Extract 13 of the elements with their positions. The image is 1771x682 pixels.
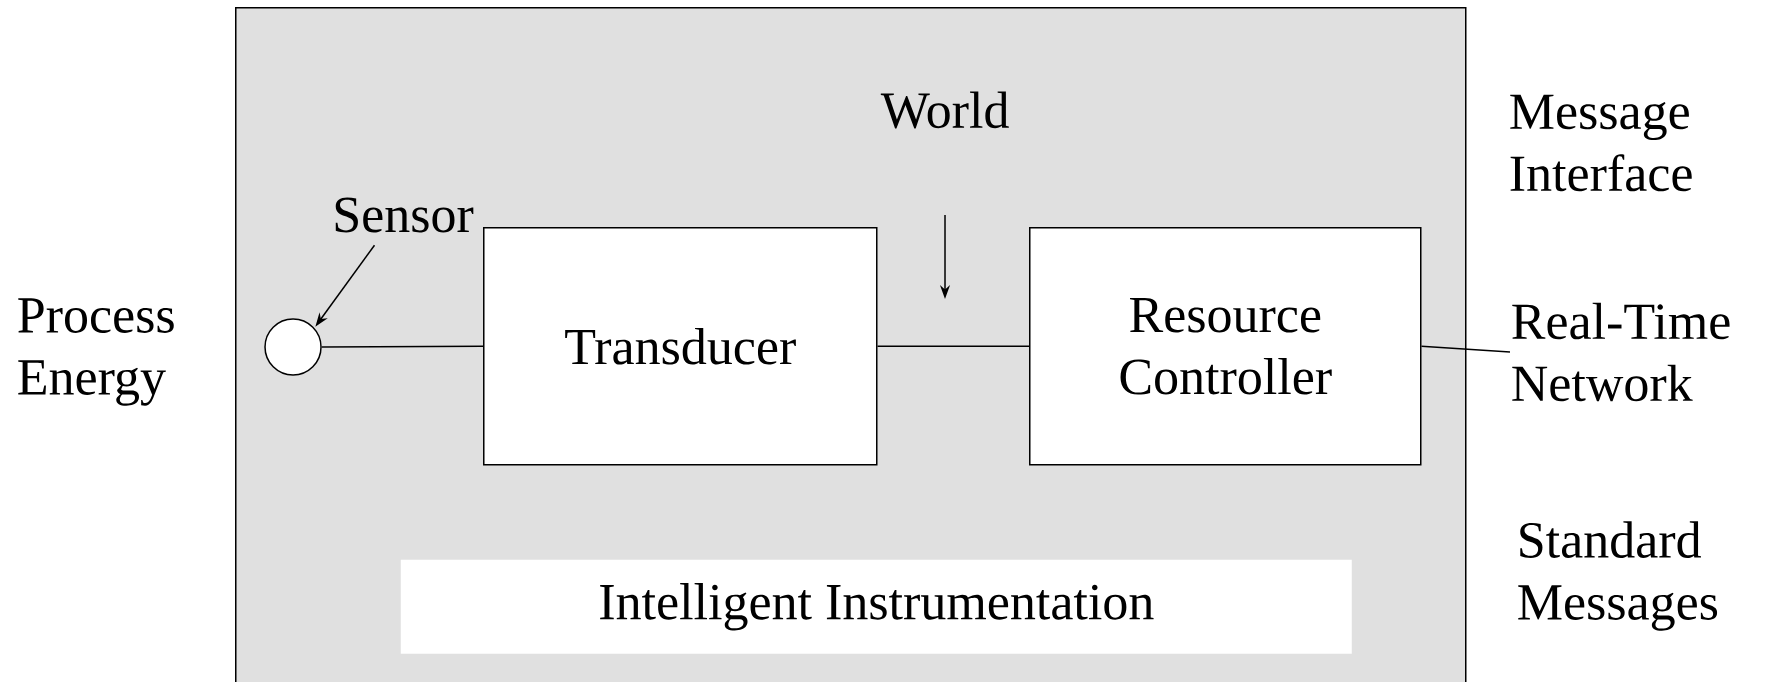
connector-line (321, 345, 484, 348)
process-energy-label: Process Energy (18, 298, 174, 406)
controller-box: Resource Controller (1029, 227, 1422, 466)
world-label: World (880, 91, 1009, 129)
sensor-circle (264, 318, 322, 376)
connector-line (876, 345, 1030, 347)
messages-label: Standard Messages (1518, 521, 1718, 631)
interface-label: Message Interface (1510, 94, 1692, 192)
network-label: Real-Time Network (1512, 302, 1730, 402)
connector-line (1420, 345, 1511, 353)
sensor-label: Sensor (335, 197, 474, 233)
title-band: Intelligent Instrumentation (400, 559, 1352, 654)
transducer-box: Transducer (483, 227, 878, 466)
